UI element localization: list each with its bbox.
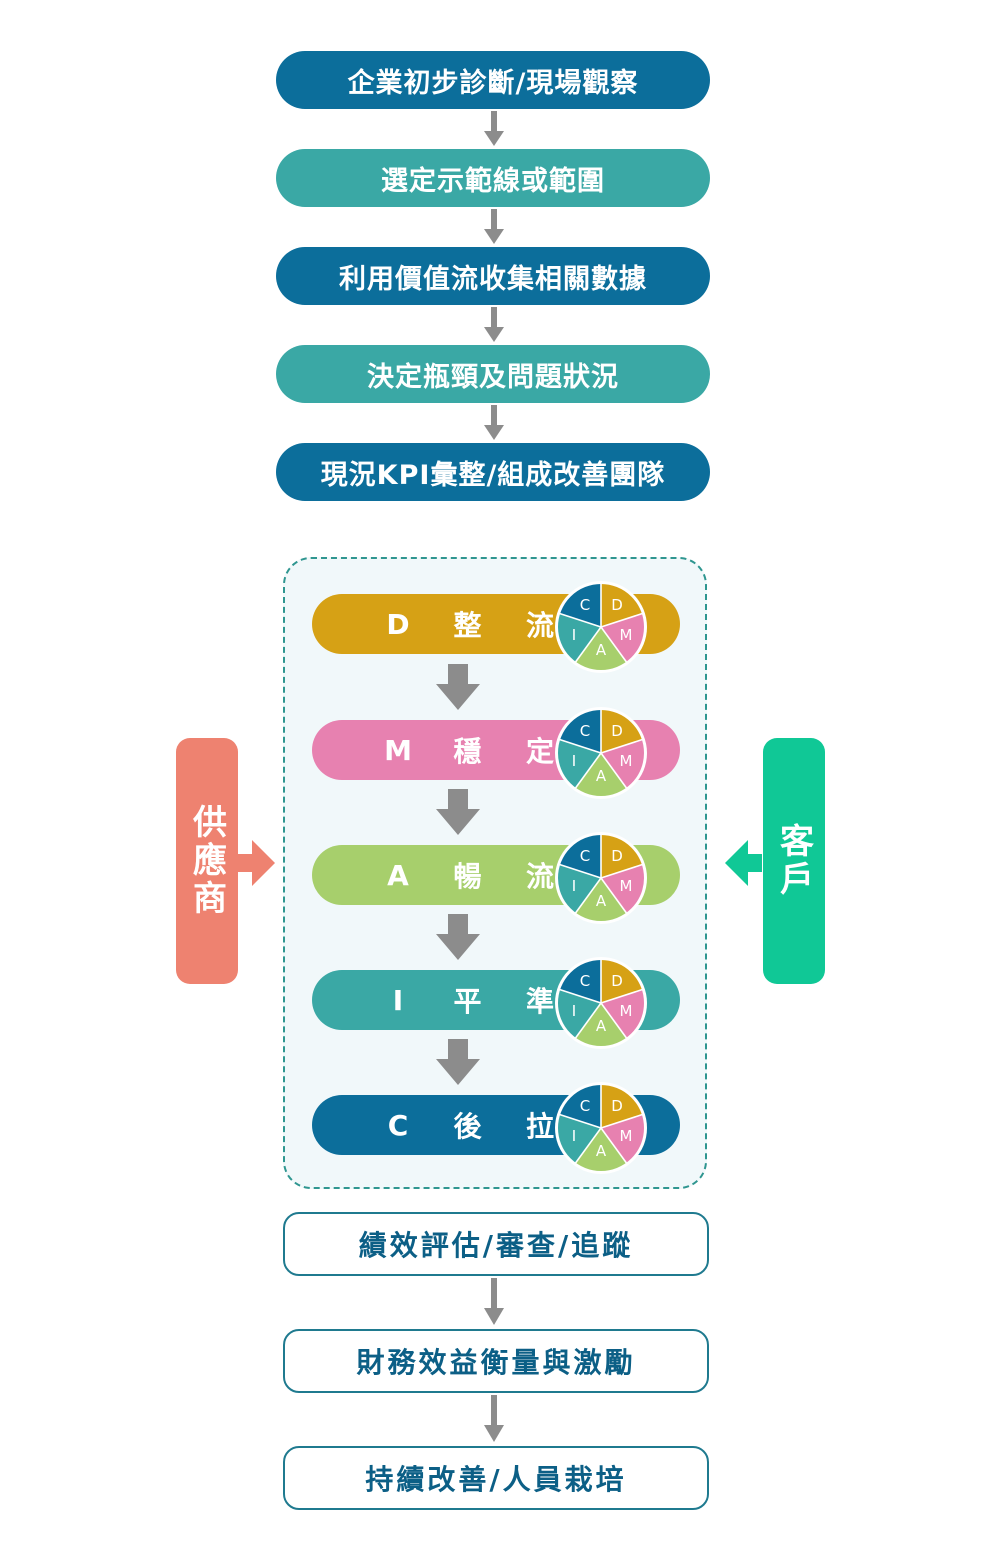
pie-label-a: A bbox=[596, 1017, 607, 1035]
step-bottleneck-label: 決定瓶頸及問題狀況 bbox=[367, 361, 619, 393]
pie-label-d: D bbox=[611, 722, 623, 740]
step-word-2: 流 bbox=[525, 860, 554, 893]
arrow-down-icon bbox=[484, 307, 504, 342]
arrow-right-icon bbox=[238, 840, 275, 886]
pie-label-d: D bbox=[611, 1097, 623, 1115]
step-letter: M bbox=[384, 733, 412, 767]
step-diagnosis: 企業初步診斷/現場觀察 bbox=[276, 51, 710, 109]
dmaic-pie-icon: C D M A I bbox=[555, 581, 647, 673]
step-word-2: 準 bbox=[525, 985, 554, 1018]
arrow-down-icon bbox=[436, 664, 480, 710]
step-select-scope: 選定示範線或範圍 bbox=[276, 149, 710, 207]
step-m-stable: M 穩 定 C D M A I bbox=[312, 707, 680, 799]
step-kpi-team-label: 現況KPI彙整/組成改善團隊 bbox=[320, 459, 666, 491]
supplier-label: 供應商 bbox=[186, 804, 227, 918]
pie-label-i: I bbox=[572, 1002, 576, 1020]
arrow-down-icon bbox=[484, 1395, 504, 1442]
dmaic-pie-icon: C D M A I bbox=[555, 832, 647, 924]
arrow-down-icon bbox=[484, 209, 504, 244]
step-diagnosis-label: 企業初步診斷/現場觀察 bbox=[347, 67, 639, 99]
step-word-1: 穩 bbox=[453, 735, 482, 768]
pie-label-d: D bbox=[611, 972, 623, 990]
arrow-down-icon bbox=[436, 1039, 480, 1085]
step-a-smooth: A 暢 流 C D M A I bbox=[312, 832, 680, 924]
arrow-down-icon bbox=[484, 1278, 504, 1325]
step-c-pull: C 後 拉 C D M A I bbox=[312, 1082, 680, 1174]
step-continuous-improvement-label: 持續改善/人員栽培 bbox=[365, 1463, 627, 1496]
step-d-flow: D 整 流 C D M A I bbox=[312, 581, 680, 673]
arrow-left-icon bbox=[725, 840, 762, 886]
arrow-down-icon bbox=[484, 111, 504, 146]
step-bottleneck: 決定瓶頸及問題狀況 bbox=[276, 345, 710, 403]
pie-label-c: C bbox=[580, 847, 590, 865]
pie-label-a: A bbox=[596, 641, 607, 659]
pie-label-i: I bbox=[572, 752, 576, 770]
pie-label-c: C bbox=[580, 722, 590, 740]
customer-bar: 客戶 bbox=[763, 738, 825, 984]
pie-label-i: I bbox=[572, 877, 576, 895]
step-select-scope-label: 選定示範線或範圍 bbox=[381, 165, 605, 197]
step-letter: D bbox=[386, 607, 410, 641]
pie-label-c: C bbox=[580, 596, 590, 614]
step-value-stream: 利用價值流收集相關數據 bbox=[276, 247, 710, 305]
step-letter: C bbox=[387, 1108, 409, 1142]
arrow-down-icon bbox=[436, 789, 480, 835]
customer-label: 客戶 bbox=[773, 823, 814, 899]
pie-label-d: D bbox=[611, 596, 623, 614]
step-word-2: 流 bbox=[525, 609, 554, 642]
pie-label-a: A bbox=[596, 1142, 607, 1160]
step-value-stream-label: 利用價值流收集相關數據 bbox=[339, 263, 647, 295]
pie-label-m: M bbox=[620, 1002, 633, 1020]
pie-label-c: C bbox=[580, 972, 590, 990]
step-word-1: 暢 bbox=[453, 860, 482, 893]
step-continuous-improvement: 持續改善/人員栽培 bbox=[283, 1446, 709, 1510]
arrow-down-icon bbox=[484, 405, 504, 440]
step-letter: I bbox=[392, 983, 404, 1017]
supplier-bar: 供應商 bbox=[176, 738, 238, 984]
pie-label-m: M bbox=[620, 626, 633, 644]
pie-label-m: M bbox=[620, 877, 633, 895]
step-word-2: 定 bbox=[525, 735, 554, 768]
pie-label-i: I bbox=[572, 1127, 576, 1145]
step-performance-review-label: 績效評估/審查/追蹤 bbox=[358, 1229, 634, 1262]
dmaic-pie-icon: C D M A I bbox=[555, 957, 647, 1049]
pie-label-a: A bbox=[596, 767, 607, 785]
step-kpi-team: 現況KPI彙整/組成改善團隊 bbox=[276, 443, 710, 501]
step-word-2: 拉 bbox=[525, 1110, 554, 1143]
pie-label-c: C bbox=[580, 1097, 590, 1115]
pie-label-a: A bbox=[596, 892, 607, 910]
pie-label-d: D bbox=[611, 847, 623, 865]
step-i-level: I 平 準 C D M A I bbox=[312, 957, 680, 1049]
step-financial-benefit: 財務效益衡量與激勵 bbox=[283, 1329, 709, 1393]
pie-label-i: I bbox=[572, 626, 576, 644]
step-word-1: 後 bbox=[453, 1110, 482, 1143]
pie-label-m: M bbox=[620, 752, 633, 770]
step-word-1: 平 bbox=[453, 985, 482, 1018]
arrow-down-icon bbox=[436, 914, 480, 960]
step-financial-benefit-label: 財務效益衡量與激勵 bbox=[356, 1346, 636, 1379]
step-performance-review: 績效評估/審查/追蹤 bbox=[283, 1212, 709, 1276]
dmaic-pie-icon: C D M A I bbox=[555, 1082, 647, 1174]
step-letter: A bbox=[387, 858, 409, 892]
pie-label-m: M bbox=[620, 1127, 633, 1145]
step-word-1: 整 bbox=[453, 609, 482, 642]
dmaic-pie-icon: C D M A I bbox=[555, 707, 647, 799]
